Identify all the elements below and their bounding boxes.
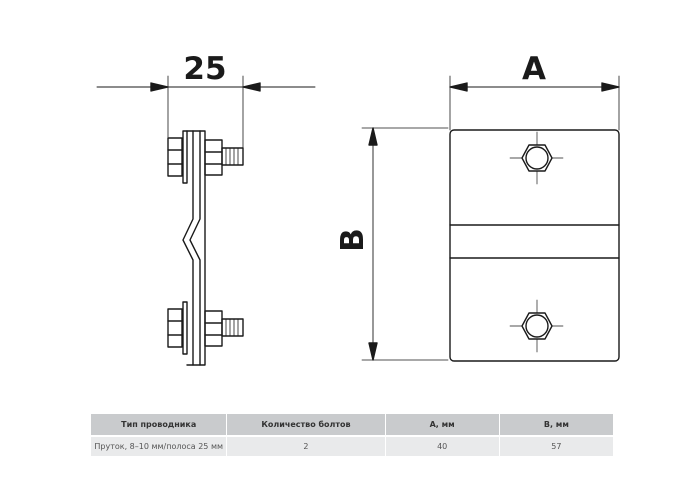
dimension-a: A bbox=[449, 51, 620, 131]
header-conductor-type: Тип проводника bbox=[91, 414, 228, 436]
header-bolt-count: Количество болтов bbox=[226, 414, 386, 436]
table-row: Пруток, 8–10 мм/полоса 25 мм 2 40 57 bbox=[91, 435, 613, 456]
clamp-plates bbox=[182, 130, 206, 366]
dimension-a-label: A bbox=[522, 51, 546, 87]
top-hex-nut bbox=[509, 131, 564, 185]
plate-outline bbox=[449, 129, 620, 362]
top-bolt-assembly bbox=[167, 130, 244, 184]
cell-a-mm: 40 bbox=[385, 435, 500, 456]
cell-bolt-count: 2 bbox=[226, 435, 386, 456]
cell-b-mm: 57 bbox=[499, 435, 613, 456]
header-b-mm: В, мм bbox=[499, 414, 613, 436]
dimension-b-label: B bbox=[335, 228, 371, 252]
spec-table: Тип проводника Количество болтов А, мм В… bbox=[91, 414, 613, 456]
bottom-hex-nut bbox=[509, 299, 564, 353]
cell-conductor-type: Пруток, 8–10 мм/полоса 25 мм bbox=[91, 435, 228, 456]
dimension-25: 25 bbox=[96, 51, 316, 153]
front-view: A B bbox=[335, 51, 620, 362]
dimension-25-label: 25 bbox=[183, 51, 226, 87]
header-a-mm: А, мм bbox=[385, 414, 500, 436]
side-view: 25 bbox=[96, 51, 316, 366]
dimension-b: B bbox=[335, 127, 449, 361]
spec-table-header: Тип проводника Количество болтов А, мм В… bbox=[91, 414, 613, 436]
bottom-bolt-assembly bbox=[167, 301, 244, 355]
